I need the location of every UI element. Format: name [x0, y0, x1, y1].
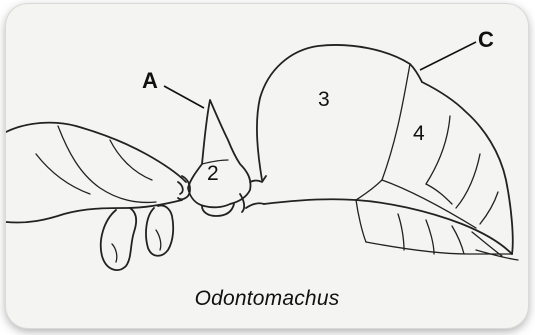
leader-line-c — [420, 42, 476, 70]
thorax-outline — [6, 123, 190, 223]
callout-c: C — [478, 27, 494, 52]
segment-label-2: 2 — [207, 162, 219, 185]
gaster-outline — [257, 45, 518, 260]
segment-label-3: 3 — [318, 88, 330, 111]
leader-line-a — [164, 86, 204, 108]
legs-outline — [101, 205, 173, 270]
diagram-card: A C 2 3 4 Odontomachus — [6, 4, 528, 328]
petiole-outline — [188, 100, 251, 216]
figure-caption: Odontomachus — [6, 287, 528, 311]
ant-gaster-illustration: A C 2 3 4 — [6, 4, 528, 328]
callout-a: A — [142, 68, 158, 93]
segment-label-4: 4 — [413, 122, 425, 145]
